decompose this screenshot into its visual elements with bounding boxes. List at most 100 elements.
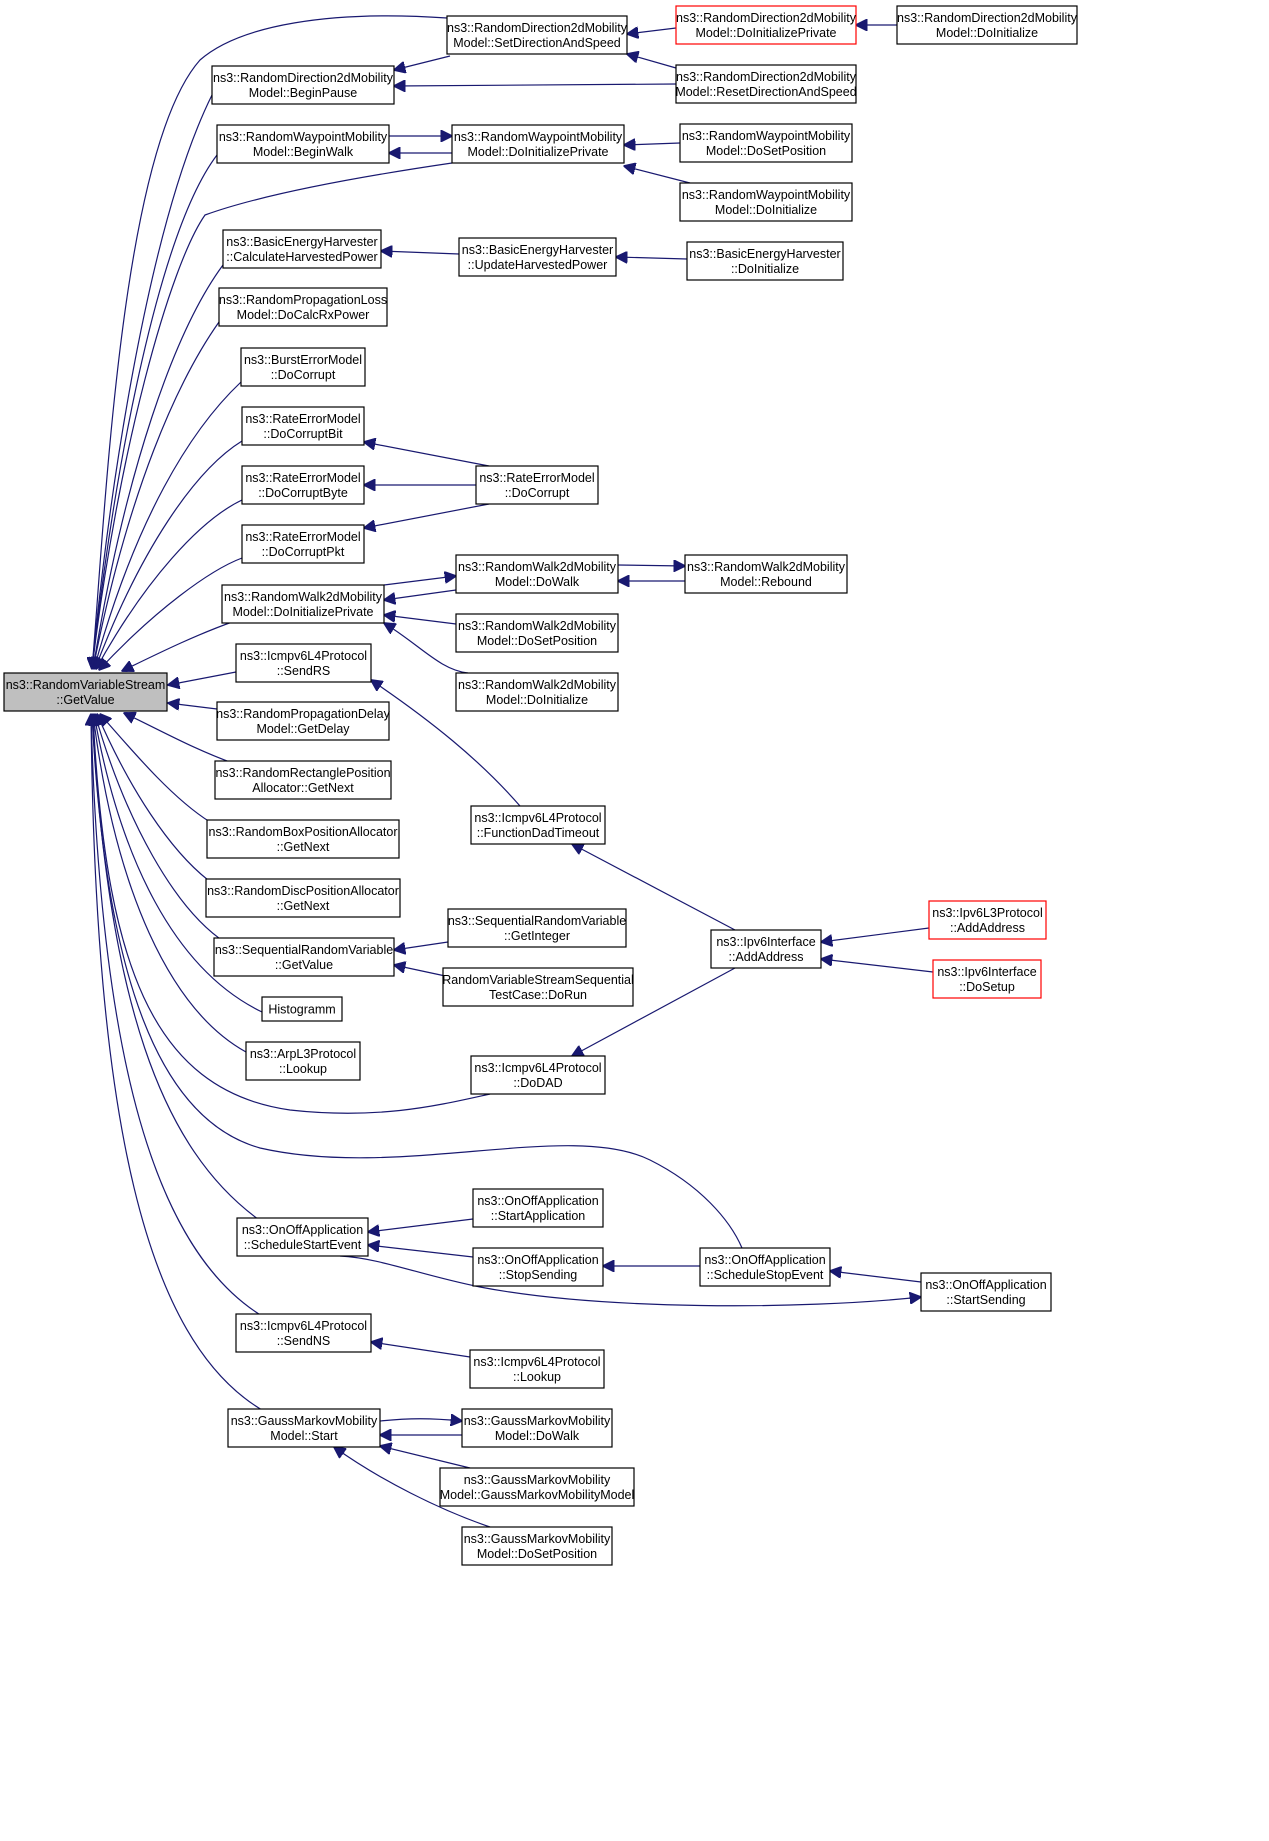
edge-rw_bw-to-root (92, 154, 218, 669)
node-rw2-dsp[interactable]: ns3::RandomWalk2dMobilityModel::DoSetPos… (455, 613, 619, 653)
node-label-line: Histogramm (268, 1003, 335, 1017)
node-box (686, 241, 844, 281)
node-icmp-fdt[interactable]: ns3::Icmpv6L4Protocol::FunctionDadTimeou… (470, 805, 606, 845)
node-onoff-ss[interactable]: ns3::OnOffApplication::StopSending (472, 1247, 604, 1287)
node-rd-dip[interactable]: ns3::RandomDirection2dMobilityModel::DoI… (675, 5, 857, 45)
node-rw2-di[interactable]: ns3::RandomWalk2dMobilityModel::DoInitia… (455, 672, 619, 712)
edge-onoff_sse-to-onoff_sts (339, 1255, 921, 1307)
node-beh-di[interactable]: ns3::BasicEnergyHarvester::DoInitialize (686, 241, 844, 281)
node-root[interactable]: ns3::RandomVariableStream::GetValue (3, 672, 168, 712)
node-ipv6l3-aa[interactable]: ns3::Ipv6L3Protocol::AddAddress (928, 900, 1047, 940)
node-box (699, 1247, 831, 1287)
node-box (236, 1217, 369, 1257)
node-label-line: Model::DoInitializePrivate (232, 605, 373, 619)
edge-onoff_ss-to-onoff_sse (368, 1245, 474, 1258)
node-icmp-ns[interactable]: ns3::Icmpv6L4Protocol::SendNS (235, 1313, 372, 1353)
node-rd-sdas[interactable]: ns3::RandomDirection2dMobilityModel::Set… (446, 15, 628, 55)
node-gm-st[interactable]: ns3::GaussMarkovMobilityModel::Start (227, 1408, 381, 1448)
edge-rem_pkt-to-root (99, 557, 243, 670)
node-label-line: ::GetValue (56, 693, 114, 707)
edge-rem_dc-to-rem_bit (364, 442, 490, 467)
node-label-line: ::FunctionDadTimeout (477, 826, 600, 840)
node-label-line: Model::DoInitializePrivate (695, 26, 836, 40)
node-rem-dc[interactable]: ns3::RateErrorModel::DoCorrupt (475, 465, 599, 505)
node-srv-gi[interactable]: ns3::SequentialRandomVariable::GetIntege… (447, 908, 627, 948)
node-ipv6-aa[interactable]: ns3::Ipv6Interface::AddAddress (710, 929, 822, 969)
node-icmp-dad[interactable]: ns3::Icmpv6L4Protocol::DoDAD (470, 1055, 606, 1095)
node-beh-uhp[interactable]: ns3::BasicEnergyHarvester::UpdateHarvest… (458, 237, 617, 277)
node-arp[interactable]: ns3::ArpL3Protocol::Lookup (245, 1041, 361, 1081)
node-rrpa[interactable]: ns3::RandomRectanglePositionAllocator::G… (214, 760, 392, 800)
node-box (932, 959, 1042, 999)
node-box (241, 524, 365, 564)
node-label-line: ns3::OnOffApplication (925, 1278, 1046, 1292)
node-srv-gv[interactable]: ns3::SequentialRandomVariable::GetValue (213, 937, 395, 977)
node-rd-bp[interactable]: ns3::RandomDirection2dMobilityModel::Beg… (211, 65, 395, 105)
node-rvs-test[interactable]: RandomVariableStreamSequentialTestCase::… (442, 967, 634, 1007)
node-box (214, 760, 392, 800)
node-label-line: ::GetInteger (504, 929, 570, 943)
node-box (461, 1526, 613, 1566)
edge-ipv6_ds-to-ipv6_aa (821, 959, 934, 973)
node-label-line: ns3::Ipv6Interface (937, 965, 1036, 979)
node-label-line: ::StopSending (499, 1268, 578, 1282)
edge-rem_byte-to-root (96, 499, 243, 669)
node-gm-gmm[interactable]: ns3::GaussMarkovMobilityModel::GaussMark… (439, 1467, 635, 1507)
node-label-line: ns3::RandomWalk2dMobility (458, 678, 617, 692)
node-box (211, 65, 395, 105)
node-rpd[interactable]: ns3::RandomPropagationDelayModel::GetDel… (216, 701, 391, 741)
node-label-line: ns3::OnOffApplication (242, 1223, 363, 1237)
node-box (679, 182, 853, 222)
node-histo[interactable]: Histogramm (261, 996, 343, 1022)
edge-onoff_sts-to-onoff_sste (830, 1271, 922, 1283)
node-rw2-dip[interactable]: ns3::RandomWalk2dMobilityModel::DoInitia… (221, 584, 385, 624)
node-ipv6-ds[interactable]: ns3::Ipv6Interface::DoSetup (932, 959, 1042, 999)
node-gm-dw[interactable]: ns3::GaussMarkovMobilityModel::DoWalk (461, 1408, 613, 1448)
edge-histo-to-root (94, 714, 263, 1013)
node-rbpa[interactable]: ns3::RandomBoxPositionAllocator::GetNext (206, 819, 400, 859)
node-box (447, 908, 627, 948)
node-rw-bw[interactable]: ns3::RandomWaypointMobilityModel::BeginW… (216, 124, 390, 164)
edge-rem_bit-to-root (95, 440, 243, 669)
node-label-line: ns3::RandomWaypointMobility (219, 130, 388, 144)
node-onoff-sse[interactable]: ns3::OnOffApplication::ScheduleStartEven… (236, 1217, 369, 1257)
node-bem[interactable]: ns3::BurstErrorModel::DoCorrupt (240, 347, 366, 387)
node-rw-dsp[interactable]: ns3::RandomWaypointMobilityModel::DoSetP… (679, 123, 853, 163)
node-gm-dsp[interactable]: ns3::GaussMarkovMobilityModel::DoSetPosi… (461, 1526, 613, 1566)
node-rd-rdas[interactable]: ns3::RandomDirection2dMobilityModel::Res… (675, 64, 857, 104)
edge-rbpa-to-root (100, 714, 211, 823)
node-label-line: ns3::RandomWalk2dMobility (458, 560, 617, 574)
node-box (216, 124, 390, 164)
edge-gm_st-to-gm_dw (379, 1419, 462, 1421)
node-rw-di[interactable]: ns3::RandomWaypointMobilityModel::DoInit… (679, 182, 853, 222)
node-box (710, 929, 822, 969)
node-box (928, 900, 1047, 940)
node-label-line: Model::DoInitialize (486, 693, 588, 707)
node-box (675, 5, 857, 45)
node-rem-pkt[interactable]: ns3::RateErrorModel::DoCorruptPkt (241, 524, 365, 564)
node-icmp-rs[interactable]: ns3::Icmpv6L4Protocol::SendRS (235, 643, 372, 683)
node-rd-di[interactable]: ns3::RandomDirection2dMobilityModel::DoI… (896, 5, 1078, 45)
node-rw-dip[interactable]: ns3::RandomWaypointMobilityModel::DoInit… (451, 124, 625, 164)
node-label-line: ::StartSending (946, 1293, 1025, 1307)
edge-rd_dip-to-rd_sdas (627, 28, 677, 34)
edge-rvs_test-to-srv_gv (394, 965, 451, 978)
node-rdpa[interactable]: ns3::RandomDiscPositionAllocator::GetNex… (205, 878, 401, 918)
node-rem-byte[interactable]: ns3::RateErrorModel::DoCorruptByte (241, 465, 365, 505)
node-onoff-sa[interactable]: ns3::OnOffApplication::StartApplication (472, 1188, 604, 1228)
node-box (451, 124, 625, 164)
node-box (245, 1041, 361, 1081)
node-label-line: ns3::Icmpv6L4Protocol (473, 1355, 600, 1369)
node-onoff-sste[interactable]: ns3::OnOffApplication::ScheduleStopEvent (699, 1247, 831, 1287)
node-beh-chp[interactable]: ns3::BasicEnergyHarvester::CalculateHarv… (222, 229, 382, 269)
node-label-line: ::GetNext (277, 899, 330, 913)
node-icmp-lk[interactable]: ns3::Icmpv6L4Protocol::Lookup (469, 1349, 605, 1389)
node-label-line: Model::DoInitializePrivate (467, 145, 608, 159)
node-rem-bit[interactable]: ns3::RateErrorModel::DoCorruptBit (241, 406, 365, 446)
node-rpl[interactable]: ns3::RandomPropagationLossModel::DoCalcR… (218, 287, 388, 327)
edge-beh_di-to-beh_uhp (616, 257, 688, 259)
node-onoff-sts[interactable]: ns3::OnOffApplication::StartSending (920, 1272, 1052, 1312)
